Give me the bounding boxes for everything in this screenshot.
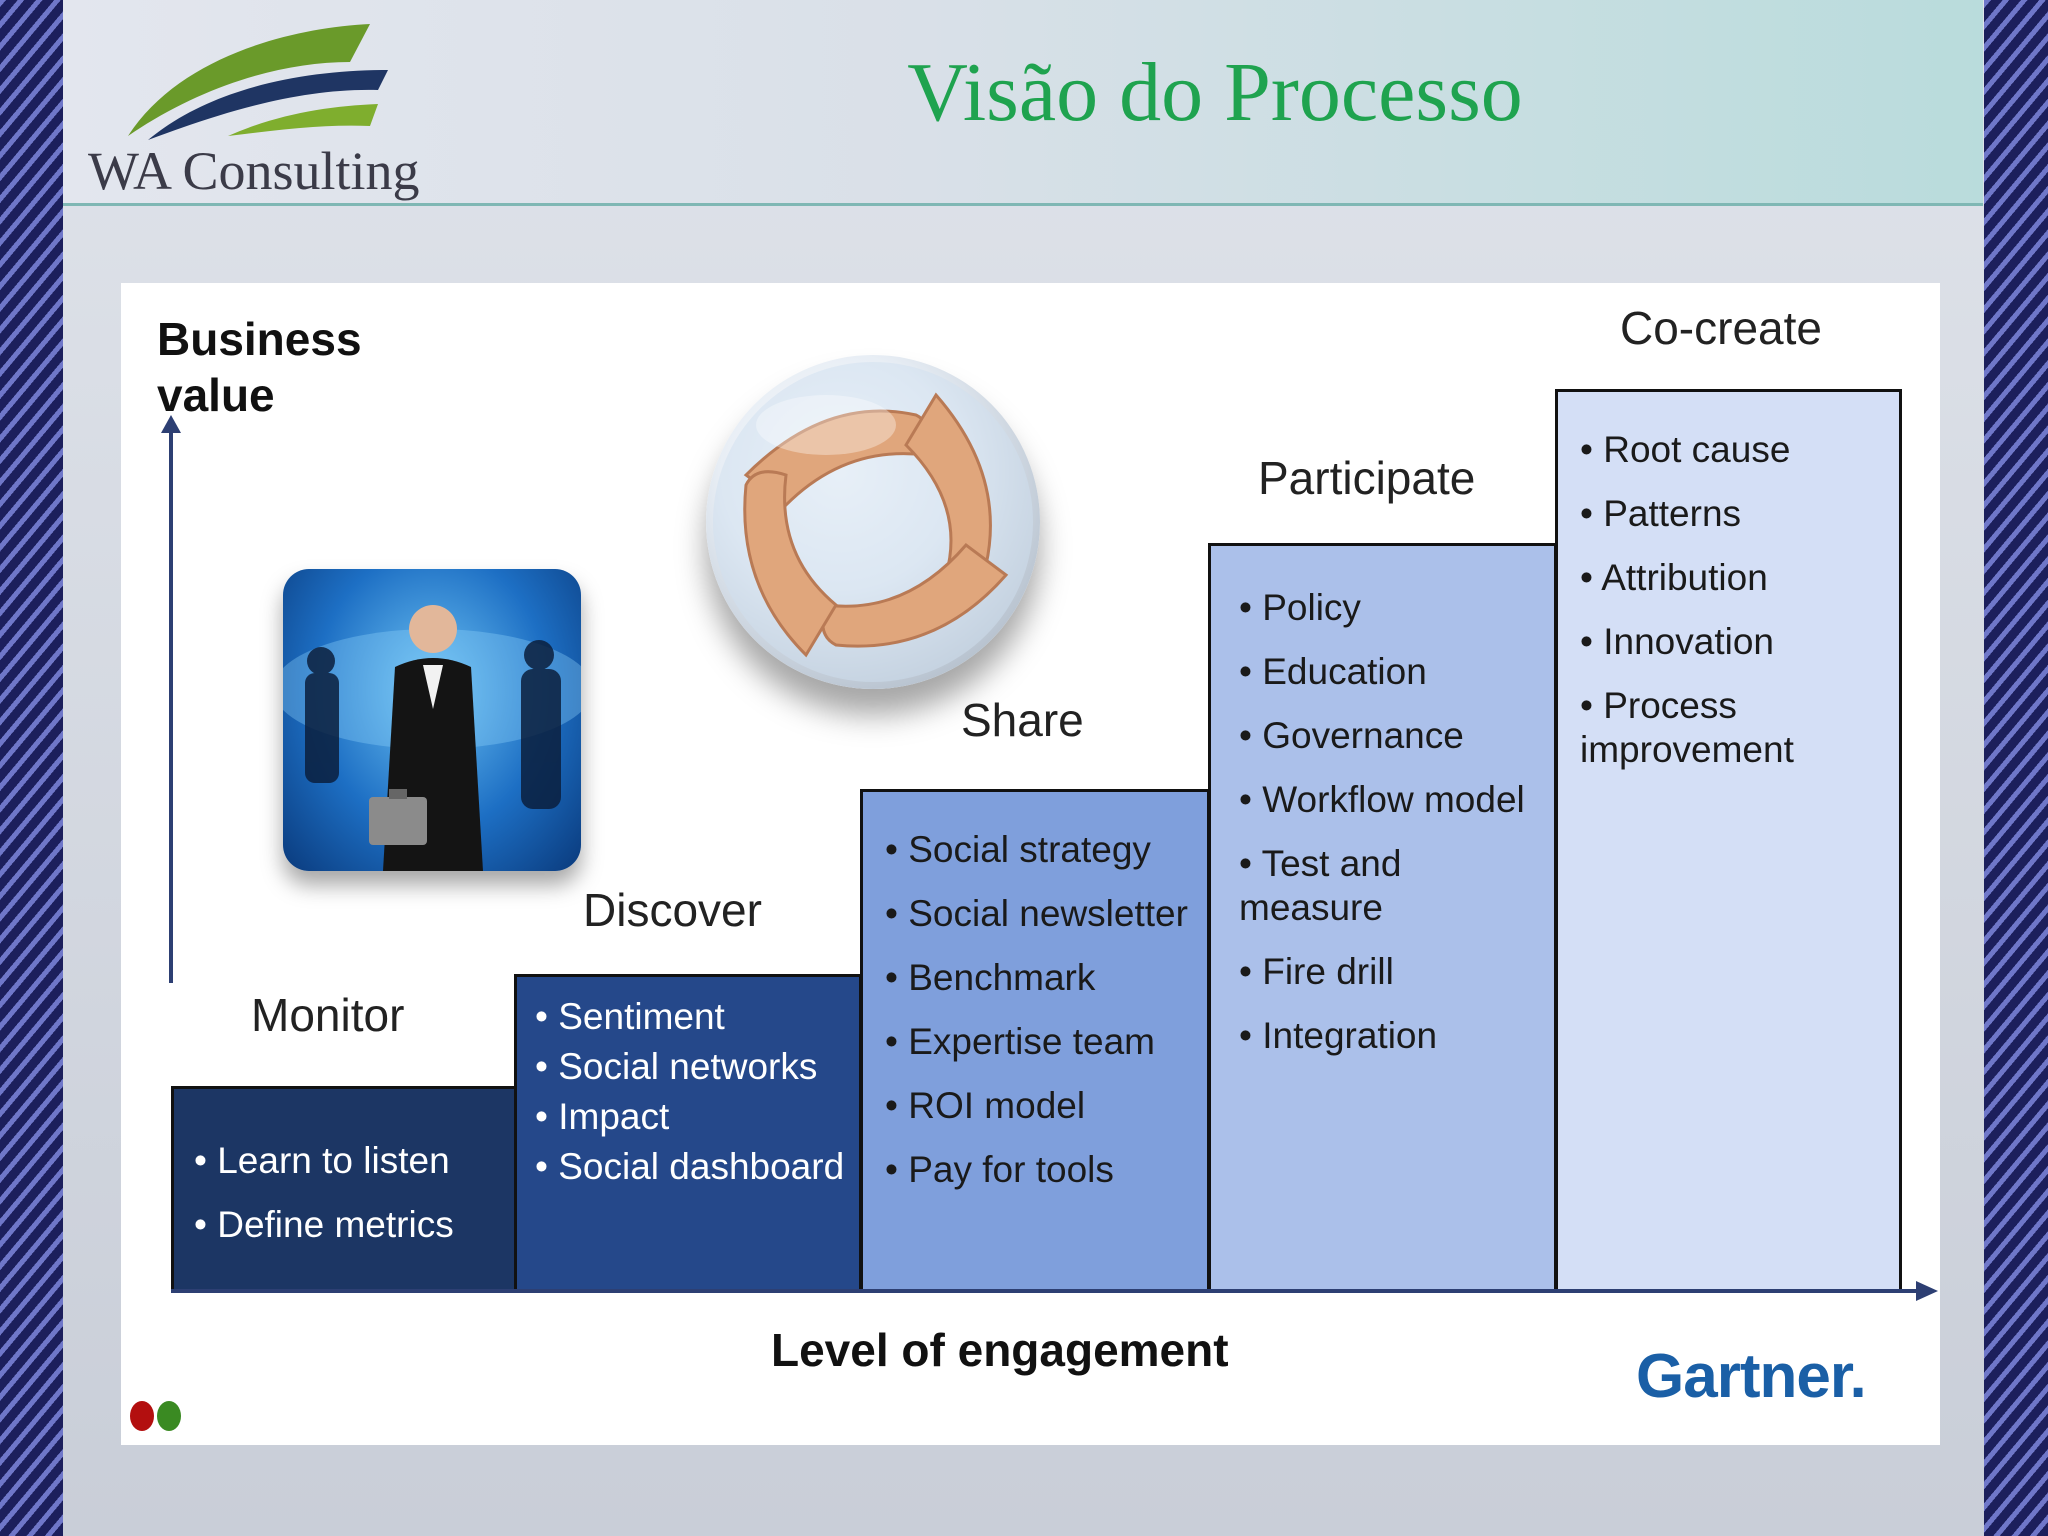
stage-box-discover: Sentiment Social networks Impact Social … <box>514 974 862 1292</box>
y-axis-label-line2: value <box>157 369 275 421</box>
stage-label-co-create: Co-create <box>1620 302 1822 354</box>
list-item: Social networks <box>535 1045 855 1089</box>
list-item: Social dashboard <box>535 1145 855 1189</box>
red-dot-icon <box>130 1401 154 1431</box>
linked-hands-photo <box>706 355 1040 689</box>
list-item: Policy <box>1239 586 1539 630</box>
y-axis-line <box>169 423 173 983</box>
list-item: Patterns <box>1580 492 1890 536</box>
list-item: Pay for tools <box>885 1148 1205 1192</box>
y-axis-label-line1: Business <box>157 313 362 365</box>
x-axis-arrow-icon <box>1916 1281 1938 1301</box>
list-item: Integration <box>1239 1014 1539 1058</box>
participate-items: Policy Education Governance Workflow mod… <box>1211 546 1539 1058</box>
list-item: Impact <box>535 1095 855 1139</box>
stage-label-participate: Participate <box>1258 452 1476 504</box>
list-item: Workflow model <box>1239 778 1539 822</box>
businessman-photo <box>283 569 581 871</box>
y-axis-label: Business value <box>157 311 362 423</box>
list-item: Learn to listen <box>194 1139 514 1183</box>
list-item: Root cause <box>1580 428 1890 472</box>
stage-box-participate: Policy Education Governance Workflow mod… <box>1208 543 1557 1292</box>
x-axis-label: Level of engagement <box>771 1324 1229 1376</box>
stage-box-co-create: Root cause Patterns Attribution Innovati… <box>1555 389 1902 1292</box>
co-create-items: Root cause Patterns Attribution Innovati… <box>1558 392 1890 772</box>
list-item: Expertise team <box>885 1020 1205 1064</box>
discover-items: Sentiment Social networks Impact Social … <box>517 977 855 1189</box>
stage-label-monitor: Monitor <box>251 989 405 1041</box>
list-item: Define metrics <box>194 1203 514 1247</box>
stage-box-monitor: Learn to listen Define metrics <box>171 1086 517 1292</box>
list-item: ROI model <box>885 1084 1205 1128</box>
list-item: Attribution <box>1580 556 1890 600</box>
stage-box-share: Social strategy Social newsletter Benchm… <box>860 789 1210 1292</box>
logo-text: WA Consulting <box>88 141 420 201</box>
wa-consulting-logo-icon <box>128 24 388 140</box>
stage-label-share: Share <box>961 694 1084 746</box>
right-stripe-border <box>1984 0 2048 1536</box>
share-items: Social strategy Social newsletter Benchm… <box>863 792 1205 1192</box>
gartner-logo: Gartner. <box>1636 1342 1867 1411</box>
monitor-items: Learn to listen Define metrics <box>174 1089 514 1247</box>
list-item: Process improvement <box>1580 684 1890 772</box>
left-stripe-border <box>0 0 63 1536</box>
list-item: Benchmark <box>885 956 1205 1000</box>
list-item: Fire drill <box>1239 950 1539 994</box>
list-item: Social newsletter <box>885 892 1205 936</box>
list-item: Governance <box>1239 714 1539 758</box>
list-item: Social strategy <box>885 828 1205 872</box>
stage-label-discover: Discover <box>583 884 762 936</box>
list-item: Education <box>1239 650 1539 694</box>
engagement-diagram: Business value <box>121 283 1940 1445</box>
green-dot-icon <box>157 1401 181 1431</box>
list-item: Sentiment <box>535 995 855 1039</box>
slide-header <box>63 0 1983 206</box>
list-item: Innovation <box>1580 620 1890 664</box>
list-item: Test and measure <box>1239 842 1539 930</box>
x-axis-line <box>171 1289 1921 1293</box>
slide-title: Visão do Processo <box>907 46 1523 139</box>
